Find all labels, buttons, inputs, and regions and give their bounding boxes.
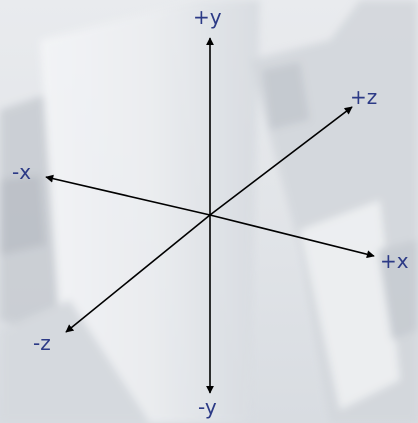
label-pos-z: +z [350, 85, 377, 109]
label-neg-y: -y [198, 395, 217, 419]
label-neg-x: -x [12, 160, 31, 184]
axis-pos-z [210, 107, 352, 215]
label-pos-y: +y [193, 5, 222, 29]
axis-neg-z [66, 215, 210, 332]
label-neg-z: -z [33, 331, 51, 355]
axis-neg-x [46, 177, 210, 215]
axis-pos-x [210, 215, 374, 256]
label-pos-x: +x [380, 249, 409, 273]
